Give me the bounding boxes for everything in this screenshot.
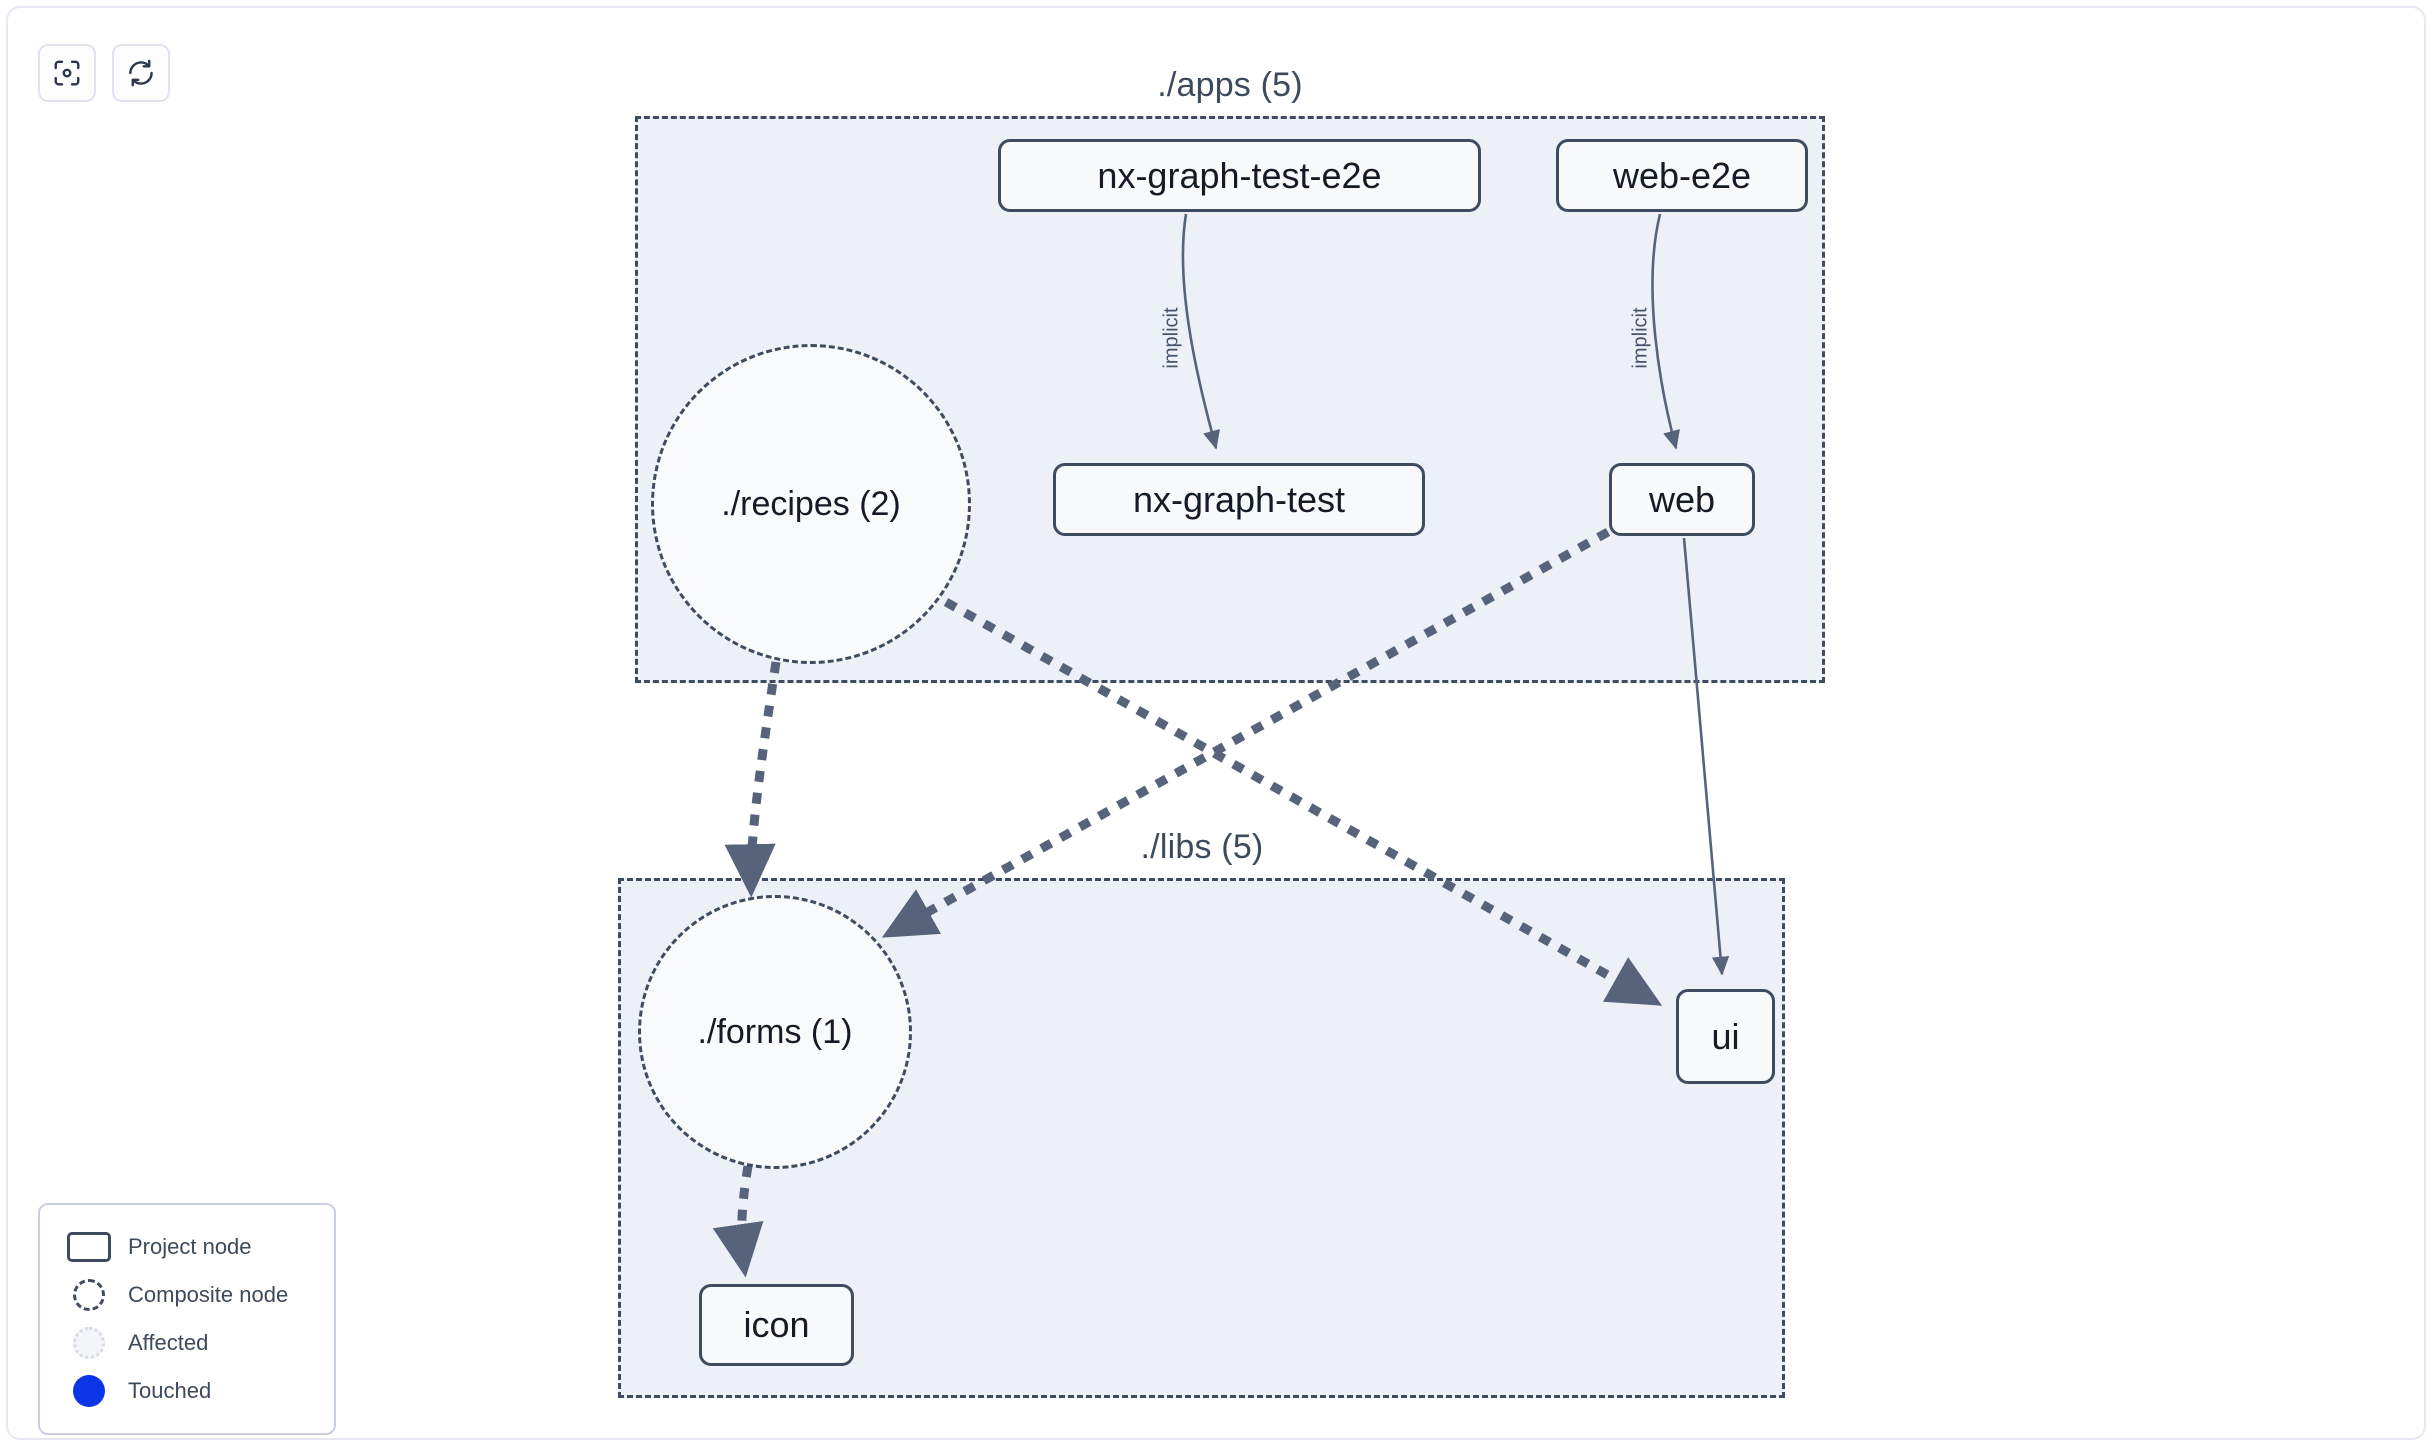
project-node-web-e2e[interactable]: web-e2e bbox=[1556, 139, 1808, 212]
focus-target-icon bbox=[52, 58, 82, 88]
group-label-libs: ./libs (5) bbox=[1140, 828, 1264, 866]
composite-node-label: ./forms (1) bbox=[697, 1013, 853, 1051]
project-node-nx-graph-test-e2e[interactable]: nx-graph-test-e2e bbox=[998, 139, 1481, 212]
graph-legend: Project node Composite node Affected Tou… bbox=[38, 1203, 336, 1435]
touched-swatch bbox=[62, 1375, 116, 1407]
graph-panel: ./apps (5) ./libs (5) bbox=[6, 6, 2426, 1440]
project-node-nx-graph-test[interactable]: nx-graph-test bbox=[1053, 463, 1425, 536]
project-node-label: web-e2e bbox=[1612, 154, 1752, 196]
composite-node-forms[interactable]: ./forms (1) bbox=[638, 895, 912, 1169]
legend-item-affected: Affected bbox=[62, 1319, 314, 1367]
composite-node-label: ./recipes (2) bbox=[721, 485, 901, 523]
project-node-label: nx-graph-test bbox=[1132, 478, 1346, 520]
project-node-swatch bbox=[62, 1232, 116, 1262]
graph-canvas[interactable]: ./apps (5) ./libs (5) bbox=[8, 8, 2424, 1438]
legend-label: Project node bbox=[128, 1234, 252, 1259]
refresh-icon bbox=[126, 58, 156, 88]
refresh-graph-button[interactable] bbox=[112, 44, 170, 102]
project-node-ui[interactable]: ui bbox=[1676, 989, 1775, 1084]
composite-node-swatch bbox=[62, 1279, 116, 1311]
project-node-web[interactable]: web bbox=[1609, 463, 1755, 536]
project-node-label: web bbox=[1648, 478, 1716, 520]
project-node-icon[interactable]: icon bbox=[699, 1284, 854, 1366]
legend-item-touched: Touched bbox=[62, 1367, 314, 1415]
legend-label: Composite node bbox=[128, 1282, 289, 1307]
focus-graph-button[interactable] bbox=[38, 44, 96, 102]
group-label-apps: ./apps (5) bbox=[1157, 66, 1303, 104]
legend-label: Affected bbox=[128, 1330, 209, 1355]
project-node-label: ui bbox=[1711, 1015, 1740, 1057]
legend-item-composite-node: Composite node bbox=[62, 1271, 314, 1319]
edge-recipes-to-forms bbox=[724, 661, 781, 898]
project-node-label: nx-graph-test-e2e bbox=[1097, 154, 1382, 196]
graph-toolbar bbox=[38, 44, 170, 102]
composite-node-recipes[interactable]: ./recipes (2) bbox=[651, 344, 971, 664]
legend-item-project-node: Project node bbox=[62, 1223, 314, 1271]
project-node-label: icon bbox=[743, 1304, 810, 1345]
legend-label: Touched bbox=[128, 1378, 212, 1403]
affected-swatch bbox=[62, 1327, 116, 1359]
